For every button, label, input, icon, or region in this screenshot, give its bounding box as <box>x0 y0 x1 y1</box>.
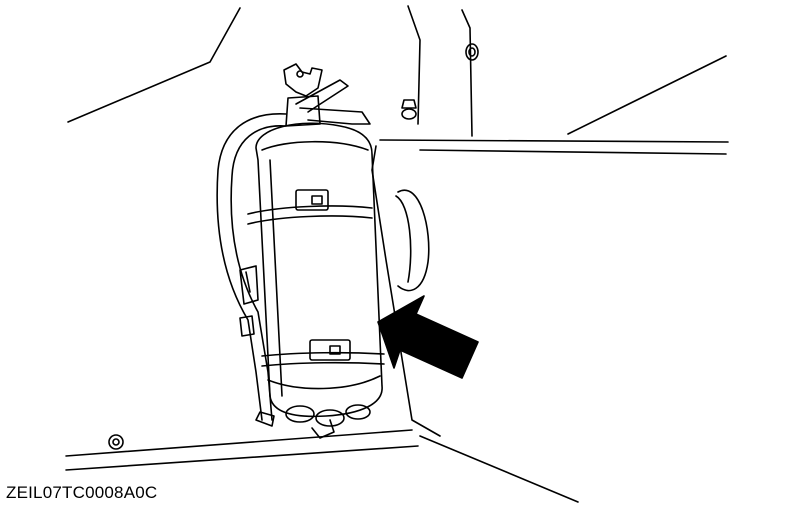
cab-panel-lines <box>65 5 729 503</box>
right-panel-bottom-edge <box>419 435 579 503</box>
lower-strap <box>261 339 385 367</box>
figure-code-label: ZEIL07TC0008A0C <box>6 483 158 502</box>
mounting-bolts <box>108 43 479 450</box>
floor-edge-lower <box>65 445 419 471</box>
lever <box>299 107 371 125</box>
fire-extinguisher-icon <box>216 63 385 439</box>
bolt-icon <box>465 43 479 61</box>
right-panel-left-edge <box>371 145 441 437</box>
discharge-hose-inner <box>230 125 287 421</box>
discharge-hose <box>216 113 287 421</box>
valve-head <box>283 63 323 97</box>
floor-edge-upper <box>65 429 413 457</box>
upper-left-panel-edge <box>67 7 241 123</box>
rear-wall-corner <box>461 9 473 137</box>
side-panel-opening <box>395 189 430 292</box>
upper-strap <box>247 189 373 225</box>
cylinder-body <box>255 122 383 418</box>
right-panel-top-edge <box>379 139 729 143</box>
mounting-bracket <box>239 265 259 305</box>
extinguisher-base <box>285 404 371 439</box>
bolt-icon <box>401 99 417 120</box>
bolt-icon <box>108 434 124 450</box>
pointer-arrow-icon <box>377 295 479 379</box>
right-upper-diagonal <box>567 55 727 135</box>
rear-wall-edge <box>407 5 421 125</box>
carry-handle <box>295 79 349 113</box>
right-panel-inner-edge <box>419 149 727 155</box>
